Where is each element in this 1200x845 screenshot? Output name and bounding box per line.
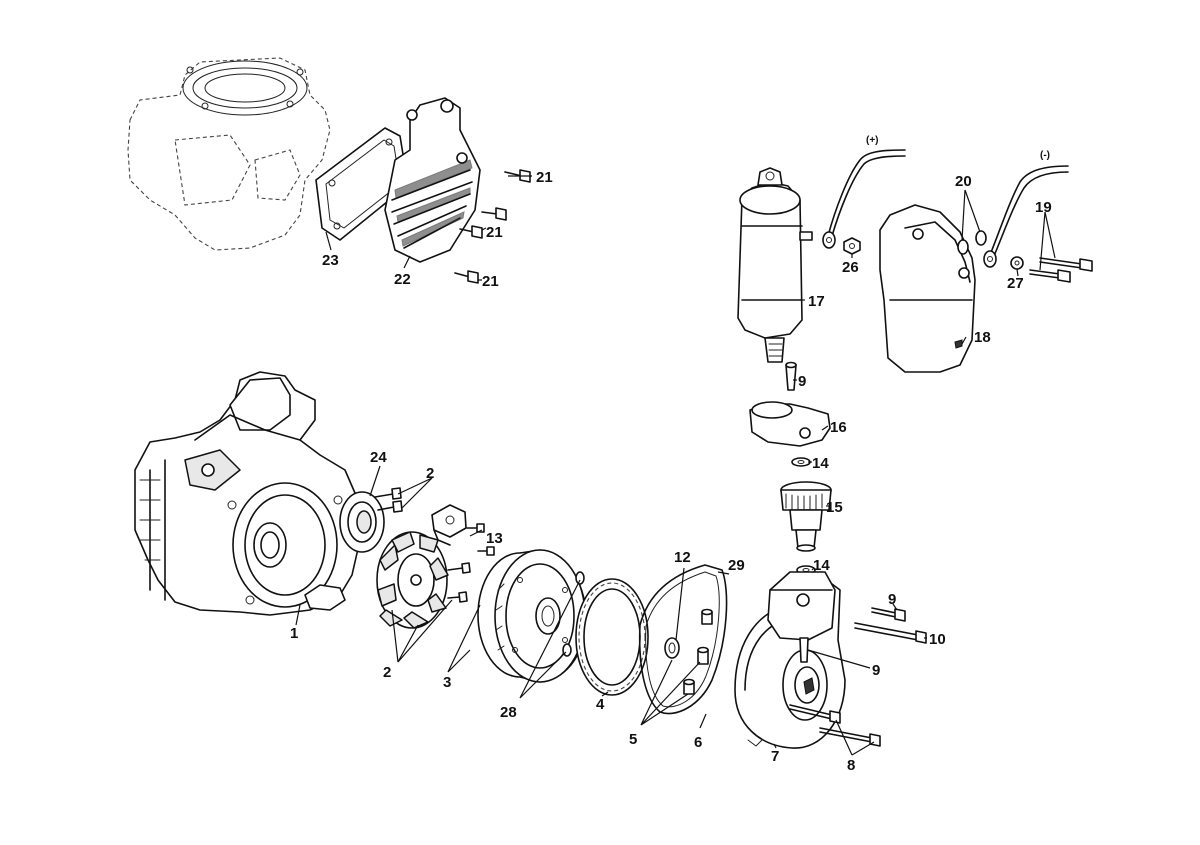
callout-21: 21: [536, 169, 553, 186]
callout-14: 14: [812, 455, 829, 472]
crankcase-1: [134, 371, 361, 616]
bolt-21c: [459, 225, 483, 239]
callout-13: 13: [486, 530, 503, 547]
callout-16: 16: [830, 419, 847, 436]
screw-13b: [477, 546, 495, 556]
callout-9: 9: [888, 591, 896, 608]
cable-negative: (-): [983, 150, 1069, 268]
callout-28: 28: [500, 704, 517, 721]
bendix-gear-15: [780, 481, 832, 552]
starter-motor-17: [737, 167, 813, 363]
callout-26: 26: [842, 259, 859, 276]
seal-24: [339, 491, 385, 553]
pickup-sensor-13: [431, 504, 467, 546]
callout-7: 7: [771, 748, 779, 765]
bolt-21b: [481, 207, 507, 221]
starter-cover-18: [879, 204, 976, 373]
bolt-9-short: [871, 607, 906, 622]
washer-27: [1010, 256, 1024, 270]
flywheel-rotor-28: [477, 549, 587, 683]
bolt-19b: [1029, 269, 1071, 283]
callout-9: 9: [798, 373, 806, 390]
callout-20: 20: [955, 173, 972, 190]
callout-19: 19: [1035, 199, 1052, 216]
washer-20a: [957, 239, 969, 255]
callout-5: 5: [629, 731, 637, 748]
washer-20b: [975, 230, 987, 246]
positive-sign: (+): [866, 135, 879, 146]
nut-26: [843, 237, 861, 255]
stator-3: [376, 531, 449, 629]
cable-positive: (+): [822, 135, 906, 249]
callout-17: 17: [808, 293, 825, 310]
flywheel-cover-7: [734, 571, 846, 749]
bolt-19a: [1039, 257, 1093, 272]
screw-2d: [447, 591, 468, 603]
negative-sign: (-): [1040, 150, 1050, 161]
screw-13a: [466, 523, 485, 533]
callout-29: 29: [728, 557, 745, 574]
dowel-5c: [701, 608, 713, 625]
callout-21: 21: [482, 273, 499, 290]
shim-12: [664, 637, 680, 659]
bolt-21d: [454, 270, 479, 284]
callout-14: 14: [813, 557, 830, 574]
head-22: [384, 97, 481, 263]
screw-2a: [374, 487, 402, 500]
washer-28a: [575, 571, 585, 585]
callout-24: 24: [370, 449, 387, 466]
callout-18: 18: [974, 329, 991, 346]
callout-15: 15: [826, 499, 843, 516]
callout-2: 2: [383, 664, 391, 681]
callout-4: 4: [596, 696, 605, 713]
callout-6: 6: [694, 734, 702, 751]
callout-10: 10: [929, 631, 946, 648]
dowel-5b: [683, 678, 695, 695]
bolt-10: [854, 622, 927, 644]
gasket-29: [638, 564, 728, 715]
screw-2c: [447, 562, 471, 574]
callout-2: 2: [426, 465, 434, 482]
ring-gear-4: [575, 578, 649, 696]
leader-lines: [295, 175, 1056, 756]
pin-9-lower: [799, 637, 809, 663]
screw-2b: [377, 500, 403, 513]
dowel-5a: [697, 646, 709, 665]
callout-9: 9: [872, 662, 880, 679]
callout-22: 22: [394, 271, 411, 288]
callout-8: 8: [847, 757, 855, 774]
pin-9-upper: [785, 361, 797, 391]
callout-23: 23: [322, 252, 339, 269]
washer-14-upper: [791, 457, 811, 467]
callout-27: 27: [1007, 275, 1024, 292]
callout-21: 21: [486, 224, 503, 241]
callout-labels: 21 21 21 23 22 17 18 20 19 26 27 9 16 14…: [290, 169, 1052, 774]
cylinder-outline: [127, 57, 331, 251]
callout-3: 3: [443, 674, 451, 691]
callout-1: 1: [290, 625, 298, 642]
callout-12: 12: [674, 549, 691, 566]
bolt-8a: [789, 704, 841, 724]
bracket-16: [749, 401, 831, 447]
